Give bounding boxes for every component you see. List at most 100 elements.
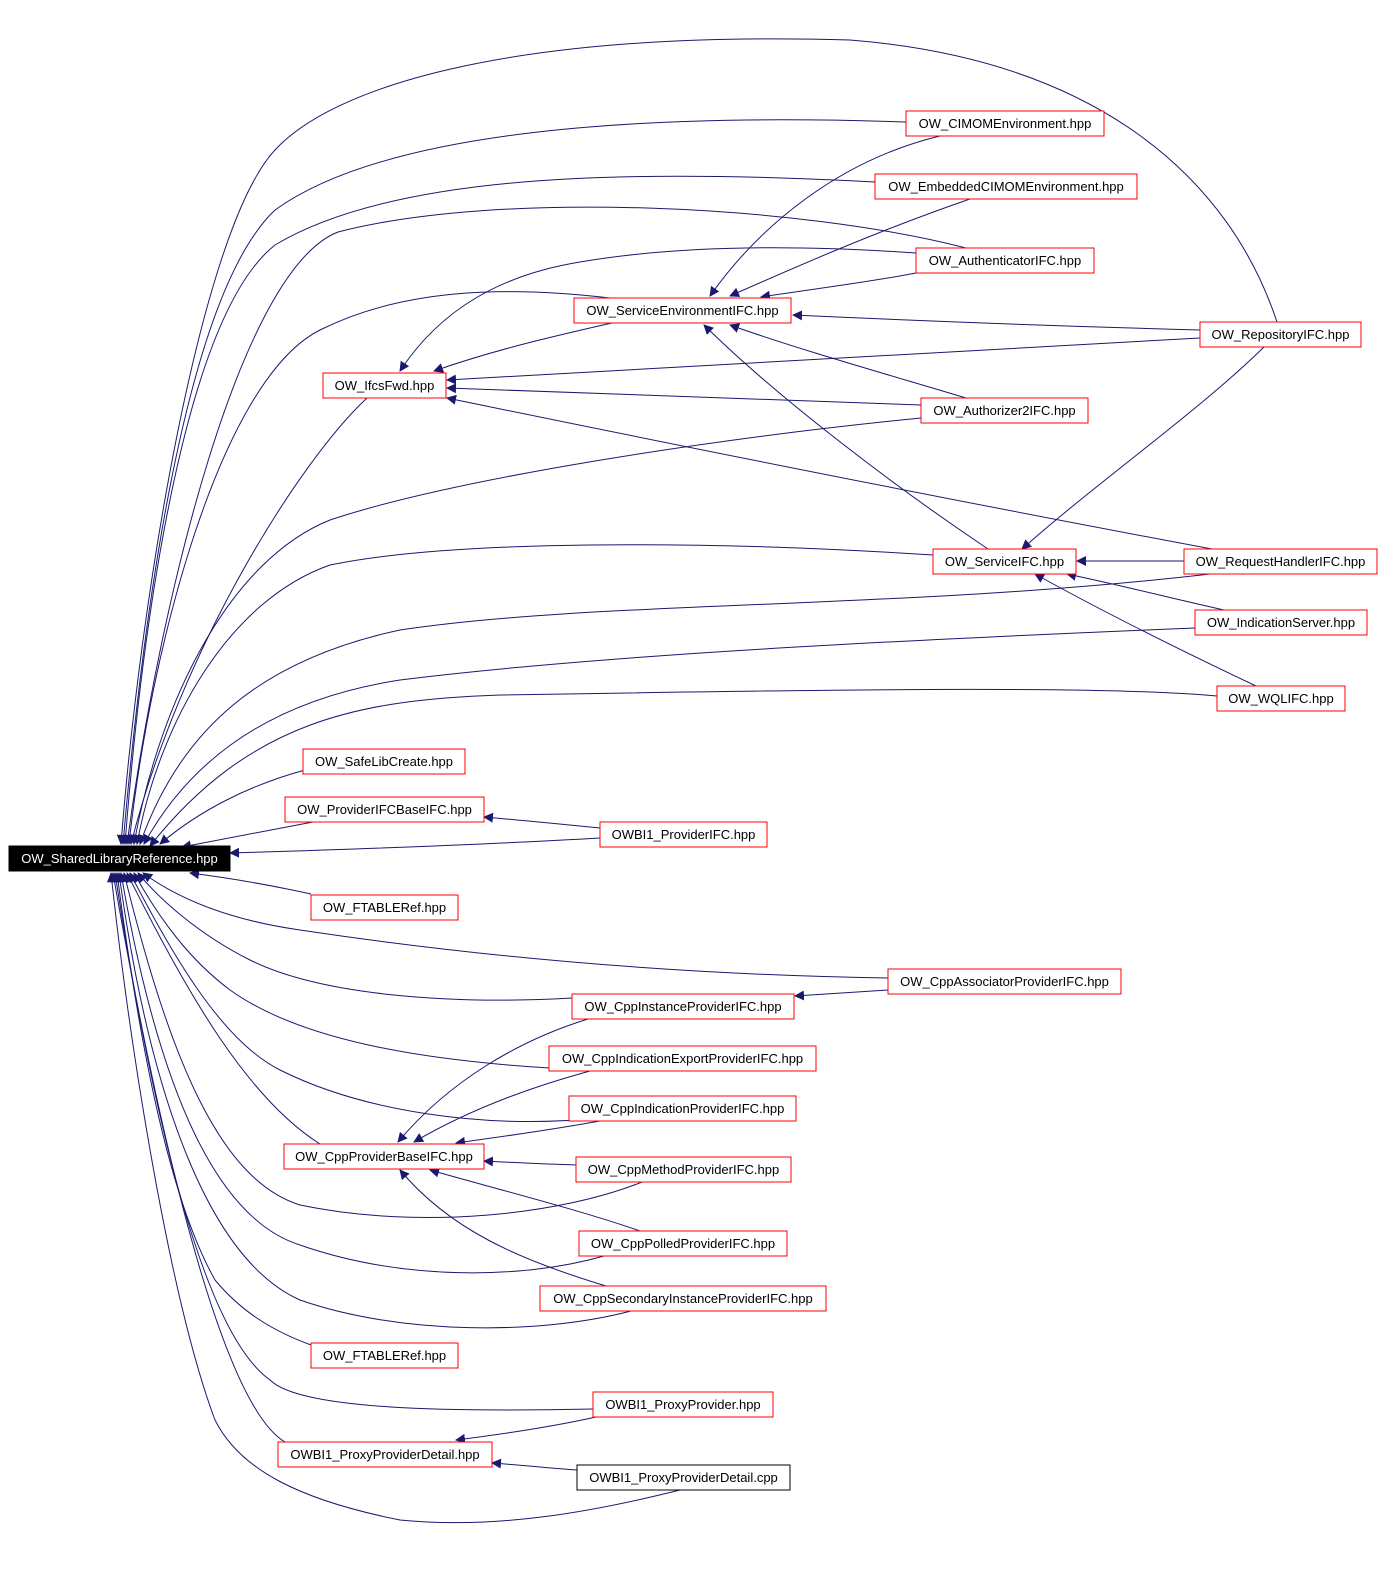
node-box-cppmeth[interactable]	[575, 1156, 792, 1183]
node-ftable2[interactable]: OW_FTABLERef.hpp	[310, 1342, 459, 1369]
edge-cpppoll-to-cppbase	[429, 1167, 641, 1232]
node-label-owbi1proxydcpp: OWBI1_ProxyProviderDetail.cpp	[589, 1470, 778, 1485]
node-label-reqh: OW_RequestHandlerIFC.hpp	[1196, 554, 1366, 569]
node-cppindexp[interactable]: OW_CppIndicationExportProviderIFC.hpp	[548, 1045, 817, 1072]
edge-owbi1prov-to-provbase	[483, 812, 601, 829]
node-label-owbi1proxyd: OWBI1_ProxyProviderDetail.hpp	[290, 1447, 479, 1462]
node-box-ftable1[interactable]	[310, 894, 459, 921]
node-box-svcifc[interactable]	[932, 548, 1077, 575]
node-label-auth: OW_AuthenticatorIFC.hpp	[929, 253, 1081, 268]
node-label-ftable2: OW_FTABLERef.hpp	[323, 1348, 446, 1363]
node-box-ifcsfwd[interactable]	[322, 372, 447, 399]
edge-owbi1prov-to-root	[229, 837, 601, 858]
edge-ftable1-to-root	[189, 869, 312, 895]
node-box-cppindexp[interactable]	[548, 1045, 817, 1072]
node-box-ftable2[interactable]	[310, 1342, 459, 1369]
node-box-safelib[interactable]	[302, 748, 466, 775]
node-indsrv[interactable]: OW_IndicationServer.hpp	[1194, 609, 1368, 636]
node-label-authz2: OW_Authorizer2IFC.hpp	[933, 403, 1075, 418]
node-embcimom[interactable]: OW_EmbeddedCIMOMEnvironment.hpp	[874, 173, 1138, 200]
node-box-owbi1prov[interactable]	[599, 821, 768, 848]
node-label-provbase: OW_ProviderIFCBaseIFC.hpp	[297, 802, 472, 817]
node-box-owbi1proxydcpp[interactable]	[576, 1464, 791, 1491]
node-svcenv[interactable]: OW_ServiceEnvironmentIFC.hpp	[573, 297, 792, 324]
node-reqh[interactable]: OW_RequestHandlerIFC.hpp	[1183, 548, 1378, 575]
edge-cpppoll-to-root	[117, 872, 605, 1274]
node-cppsec[interactable]: OW_CppSecondaryInstanceProviderIFC.hpp	[539, 1285, 827, 1312]
node-label-safelib: OW_SafeLibCreate.hpp	[315, 754, 453, 769]
edge-reqh-to-root	[138, 573, 1211, 845]
node-cpppoll[interactable]: OW_CppPolledProviderIFC.hpp	[578, 1230, 788, 1257]
edge-cppinst-to-root	[137, 872, 573, 1001]
node-label-cpppoll: OW_CppPolledProviderIFC.hpp	[591, 1236, 775, 1251]
node-label-cppsec: OW_CppSecondaryInstanceProviderIFC.hpp	[553, 1291, 812, 1306]
node-box-embcimom[interactable]	[874, 173, 1138, 200]
node-box-cpppoll[interactable]	[578, 1230, 788, 1257]
node-cimom[interactable]: OW_CIMOMEnvironment.hpp	[905, 110, 1105, 137]
node-owbi1proxy[interactable]: OWBI1_ProxyProvider.hpp	[592, 1391, 774, 1418]
edge-provbase-to-root	[181, 821, 314, 851]
edge-cppind-to-cppbase	[455, 1120, 601, 1147]
node-box-reqh[interactable]	[1183, 548, 1378, 575]
edge-repo-to-root	[116, 38, 1278, 845]
node-box-cppinst[interactable]	[571, 993, 795, 1020]
edge-owbi1proxy-to-owbi1proxyd	[455, 1416, 597, 1444]
edge-embcimom-to-svcenv	[729, 198, 971, 297]
node-box-wql[interactable]	[1216, 685, 1346, 712]
node-repo[interactable]: OW_RepositoryIFC.hpp	[1199, 321, 1362, 348]
edge-cimom-to-svcenv	[709, 135, 941, 297]
node-owbi1proxydcpp[interactable]: OWBI1_ProxyProviderDetail.cpp	[576, 1464, 791, 1491]
node-box-cppind[interactable]	[568, 1095, 797, 1122]
node-box-cimom[interactable]	[905, 110, 1105, 137]
node-owbi1prov[interactable]: OWBI1_ProviderIFC.hpp	[599, 821, 768, 848]
node-ifcsfwd[interactable]: OW_IfcsFwd.hpp	[322, 372, 447, 399]
node-svcifc[interactable]: OW_ServiceIFC.hpp	[932, 548, 1077, 575]
node-box-repo[interactable]	[1199, 321, 1362, 348]
edge-cppbase-to-root	[126, 872, 321, 1145]
edge-owbi1proxy-to-root	[111, 872, 594, 1411]
node-authz2[interactable]: OW_Authorizer2IFC.hpp	[920, 397, 1089, 424]
node-box-indsrv[interactable]	[1194, 609, 1368, 636]
node-box-authz2[interactable]	[920, 397, 1089, 424]
edge-svcenv-to-root	[124, 291, 611, 845]
edge-cppind-to-root	[129, 872, 601, 1122]
edge-cppinst-to-cppbase	[397, 1018, 589, 1143]
node-box-cppbase[interactable]	[283, 1143, 485, 1170]
edge-owbi1proxydcpp-to-owbi1proxyd	[491, 1458, 578, 1471]
node-box-root[interactable]	[8, 845, 231, 872]
node-cppmeth[interactable]: OW_CppMethodProviderIFC.hpp	[575, 1156, 792, 1183]
node-label-indsrv: OW_IndicationServer.hpp	[1207, 615, 1355, 630]
node-label-wql: OW_WQLIFC.hpp	[1228, 691, 1333, 706]
node-label-owbi1prov: OWBI1_ProviderIFC.hpp	[612, 827, 756, 842]
edge-cppindexp-to-root	[133, 872, 550, 1069]
node-label-root: OW_SharedLibraryReference.hpp	[21, 851, 218, 866]
edge-cppmeth-to-cppbase	[483, 1156, 577, 1167]
node-provbase[interactable]: OW_ProviderIFCBaseIFC.hpp	[284, 796, 485, 823]
node-safelib[interactable]: OW_SafeLibCreate.hpp	[302, 748, 466, 775]
node-box-auth[interactable]	[915, 247, 1095, 274]
node-box-owbi1proxyd[interactable]	[277, 1441, 493, 1468]
node-ftable1[interactable]: OW_FTABLERef.hpp	[310, 894, 459, 921]
edge-auth-to-svcenv	[760, 272, 917, 301]
edge-safelib-to-root	[159, 769, 306, 845]
node-owbi1proxyd[interactable]: OWBI1_ProxyProviderDetail.hpp	[277, 1441, 493, 1468]
node-box-svcenv[interactable]	[573, 297, 792, 324]
node-root[interactable]: OW_SharedLibraryReference.hpp	[8, 845, 231, 872]
edge-cppsec-to-cppbase	[399, 1169, 607, 1287]
node-label-cppind: OW_CppIndicationProviderIFC.hpp	[581, 1101, 785, 1116]
node-cppinst[interactable]: OW_CppInstanceProviderIFC.hpp	[571, 993, 795, 1020]
edge-svcifc-to-svcenv	[703, 324, 989, 550]
node-box-cppsec[interactable]	[539, 1285, 827, 1312]
node-cppind[interactable]: OW_CppIndicationProviderIFC.hpp	[568, 1095, 797, 1122]
edge-cppsec-to-root	[115, 872, 632, 1329]
node-cppbase[interactable]: OW_CppProviderBaseIFC.hpp	[283, 1143, 485, 1170]
edge-ftable2-to-root	[113, 872, 312, 1346]
node-box-cppassoc[interactable]	[887, 968, 1122, 995]
edge-owbi1proxydcpp-to-root	[106, 872, 681, 1524]
node-auth[interactable]: OW_AuthenticatorIFC.hpp	[915, 247, 1095, 274]
node-box-owbi1proxy[interactable]	[592, 1391, 774, 1418]
node-wql[interactable]: OW_WQLIFC.hpp	[1216, 685, 1346, 712]
node-box-provbase[interactable]	[284, 796, 485, 823]
edge-svcenv-to-ifcsfwd	[433, 321, 617, 373]
node-cppassoc[interactable]: OW_CppAssociatorProviderIFC.hpp	[887, 968, 1122, 995]
